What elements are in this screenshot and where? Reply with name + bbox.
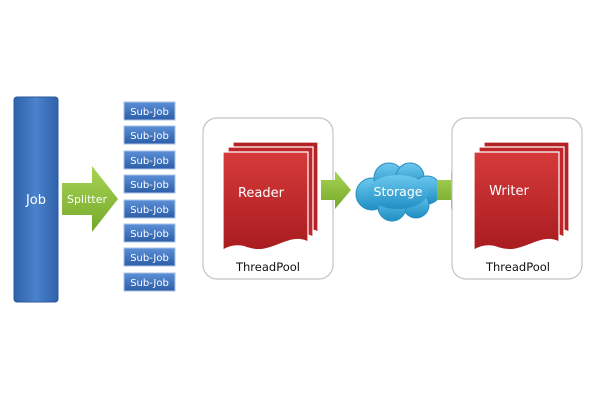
reader-threadpool: Reader ThreadPool [202,117,334,280]
job-block: Job [13,96,59,303]
splitter-arrow: Splitter [62,166,118,232]
sub-job-box: Sub-Job [123,199,176,219]
writer-threadpool-label: ThreadPool [485,260,550,274]
reader-to-storage-arrow [321,171,351,209]
sub-job-box: Sub-Job [123,247,176,267]
writer-threadpool: Writer ThreadPool [451,117,583,280]
splitter-label: Splitter [67,193,107,206]
reader-doc-stack [222,141,319,252]
sub-job-box: Sub-Job [123,125,176,145]
sub-job-box: Sub-Job [123,101,176,121]
sub-job-label: Sub-Job [130,205,169,216]
storage-label: Storage [374,184,423,199]
writer-doc-stack [473,141,570,252]
sub-job-label: Sub-Job [130,253,169,264]
sub-job-label: Sub-Job [130,229,169,240]
sub-job-label: Sub-Job [130,107,169,118]
reader-threadpool-label: ThreadPool [235,260,300,274]
writer-label: Writer [489,184,529,199]
sub-job-box: Sub-Job [123,150,176,170]
sub-job-box: Sub-Job [123,223,176,243]
sub-job-label: Sub-Job [130,180,169,191]
sub-job-list: Sub-Job Sub-Job Sub-Job Sub-Job Sub-Job … [123,101,176,292]
sub-job-label: Sub-Job [130,278,169,289]
storage-cloud: Storage [355,162,442,222]
sub-job-box: Sub-Job [123,272,176,292]
job-label: Job [25,193,46,208]
sub-job-box: Sub-Job [123,174,176,194]
sub-job-label: Sub-Job [130,131,169,142]
reader-label: Reader [238,186,285,201]
sub-job-label: Sub-Job [130,156,169,167]
